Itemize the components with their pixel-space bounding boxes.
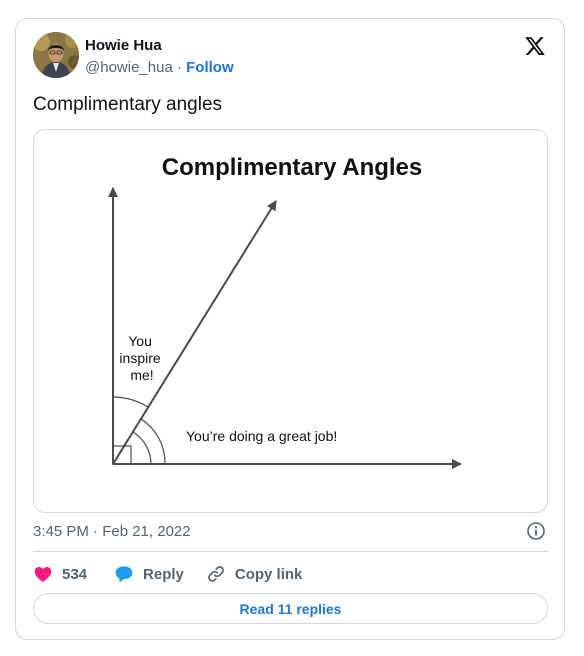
- link-icon: [208, 566, 224, 582]
- diagonal-ray: [112, 200, 277, 465]
- image-title: Complimentary Angles: [162, 154, 423, 181]
- angle-arc-lower-outer: [140, 418, 166, 465]
- embedded-tweet-card: Howie Hua @howie_hua · Follow Compliment…: [15, 18, 565, 640]
- copy-link-label: Copy link: [234, 565, 303, 583]
- angle-arc-lower-inner: [132, 431, 152, 465]
- inspire-label: You inspire me!: [119, 333, 164, 383]
- heart-icon: [34, 567, 52, 582]
- angles-illustration: Complimentary Angles You inspire me! You…: [108, 154, 462, 469]
- author-handle[interactable]: @howie_hua: [85, 59, 173, 76]
- speech-bubble-icon: [115, 566, 133, 583]
- great-job-label: You’re doing a great job!: [186, 428, 337, 444]
- timestamp[interactable]: 3:45 PM · Feb 21, 2022: [33, 523, 191, 540]
- x-logo-icon[interactable]: [524, 35, 546, 57]
- like-count: 534: [62, 565, 88, 583]
- follow-button[interactable]: Follow: [186, 59, 234, 76]
- reply-button[interactable]: Reply: [114, 564, 184, 584]
- copy-link-button[interactable]: Copy link: [206, 564, 303, 584]
- avatar[interactable]: [33, 32, 79, 78]
- right-angle-marker: [112, 445, 132, 465]
- action-bar: 534 Reply Copy link: [33, 563, 302, 585]
- author-name[interactable]: Howie Hua: [85, 37, 162, 54]
- angle-arc-upper: [112, 396, 149, 408]
- handle-separator: ·: [176, 59, 182, 76]
- like-button[interactable]: 534: [33, 564, 87, 584]
- read-replies-button[interactable]: Read 11 replies: [33, 593, 548, 624]
- reply-label: Reply: [143, 565, 184, 583]
- divider: [33, 551, 548, 552]
- info-icon[interactable]: [526, 521, 546, 541]
- tweet-text: Complimentary angles: [33, 94, 223, 115]
- author-handle-row: @howie_hua · Follow: [85, 59, 234, 76]
- tweet-image[interactable]: Complimentary Angles You inspire me! You…: [33, 129, 548, 513]
- avatar-image: [33, 32, 79, 78]
